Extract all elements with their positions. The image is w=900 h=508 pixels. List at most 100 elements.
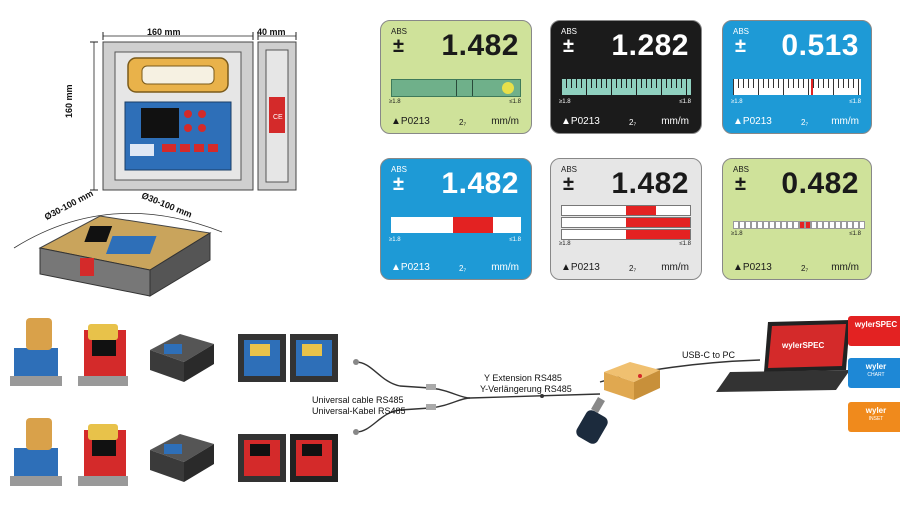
scale-bar [733, 79, 861, 95]
display-panel: ABS±0.513 ≥1.8 ≤1.8 ▲P0213 2₇ mm/m [722, 20, 872, 134]
software-subtitle: INSET [868, 416, 884, 422]
scale-left-label: ≥1.8 [731, 231, 743, 237]
plus-minus-icon: ± [393, 173, 404, 195]
display [141, 108, 179, 138]
abs-label: ABS [391, 27, 408, 36]
plus-minus-icon: ± [735, 35, 746, 57]
sensor-code: ▲P0213 [733, 262, 772, 273]
device-frame-3 [238, 434, 286, 482]
connection-diagram: wylerSPEC [10, 318, 850, 486]
device-level-4 [78, 424, 128, 486]
reading-value: 1.282 [611, 29, 689, 62]
device-frame-4 [290, 434, 338, 482]
display-panel: ABS±0.482 ≥1.8 ≤1.8 ▲P0213 2₇ mm/m [722, 158, 872, 280]
unit-label: mm/m [491, 116, 519, 127]
mode-indicator: 2₇ [459, 264, 467, 273]
unit-label: mm/m [831, 262, 859, 273]
perspective-drawing [13, 213, 223, 297]
extension-de: Y-Verlängerung RS485 [480, 384, 572, 394]
reading-value: 1.482 [611, 167, 689, 200]
side-label [269, 97, 285, 133]
scale-bar [561, 79, 691, 95]
scale-right-label: ≤1.8 [509, 99, 521, 105]
universal-cable-en: Universal cable RS485 [312, 395, 404, 405]
sensor-code: ▲P0213 [391, 262, 430, 273]
mode-indicator: 2₇ [629, 264, 637, 273]
scale-bar [391, 217, 521, 233]
software-subtitle: CHART [867, 372, 885, 378]
wireless-dongle [576, 396, 608, 444]
mode-indicator: 2₇ [629, 118, 637, 127]
abs-label: ABS [561, 27, 578, 36]
mode-indicator: 2₇ [801, 264, 809, 273]
display-panel: ABS±1.482 ≥1.8 ≤1.8 ▲P0213 2₇ mm/m [380, 158, 532, 280]
reading-value: 0.513 [781, 29, 859, 62]
technical-drawing: CE [90, 32, 297, 191]
software-title: wylerSPEC [854, 320, 898, 329]
sensor-code: ▲P0213 [733, 116, 772, 127]
reading-value: 0.482 [781, 167, 859, 200]
sensor-code: ▲P0213 [561, 116, 600, 127]
scale-left-label: ≥1.8 [559, 99, 571, 105]
display-panel: ABS±1.482 ≥1.8 ≤1.8 ▲P0213 2₇ mm/m [380, 20, 532, 134]
reading-value: 1.482 [441, 29, 519, 62]
cables [355, 359, 761, 433]
mode-indicator: 2₇ [801, 118, 809, 127]
device-level-1 [10, 318, 62, 386]
plus-minus-icon: ± [563, 173, 574, 195]
display-panel: ABS±1.482 ≥1.8 ≤1.8 ▲P0213 2₇ mm/m [550, 158, 702, 280]
scale-right-label: ≤1.8 [849, 231, 861, 237]
unit-label: mm/m [661, 262, 689, 273]
device-frame-2 [290, 334, 338, 382]
abs-label: ABS [561, 165, 578, 174]
sensor-code: ▲P0213 [561, 262, 600, 273]
device-level-2 [78, 324, 128, 386]
abs-label: ABS [391, 165, 408, 174]
software-title: wyler [865, 362, 887, 371]
scale-left-label: ≥1.8 [731, 99, 743, 105]
scale-left-label: ≥1.8 [559, 241, 571, 247]
usb-label: USB-C to PC [682, 350, 736, 360]
software-card: wylerSPEC [848, 316, 900, 346]
device-frame-1 [238, 334, 286, 382]
plus-minus-icon: ± [563, 35, 574, 57]
scale-bar [733, 221, 865, 229]
universal-cable-de: Universal-Kabel RS485 [312, 406, 406, 416]
svg-text:CE: CE [273, 114, 283, 121]
scale-right-label: ≤1.8 [679, 241, 691, 247]
scale-left-label: ≥1.8 [389, 237, 401, 243]
plus-minus-icon: ± [393, 35, 404, 57]
device-box-1 [150, 334, 214, 382]
side-face [149, 232, 211, 297]
unit-label: mm/m [831, 116, 859, 127]
display-panel: ABS±1.282 ≥1.8 ≤1.8 ▲P0213 2₇ mm/m [550, 20, 702, 134]
connector [353, 359, 359, 365]
unit-label: mm/m [491, 262, 519, 273]
unit-label: mm/m [661, 116, 689, 127]
abs-label: ABS [733, 27, 750, 36]
depth-dimension: 40 mm [257, 27, 286, 37]
width-dimension: 160 mm [147, 27, 181, 37]
scale-right-label: ≤1.8 [509, 237, 521, 243]
plus-minus-icon: ± [735, 173, 746, 195]
mode-indicator: 2₇ [459, 118, 467, 127]
scale-bar [391, 79, 521, 97]
scale-right-label: ≤1.8 [849, 99, 861, 105]
reading-value: 1.482 [441, 167, 519, 200]
abs-label: ABS [733, 165, 750, 174]
scale-left-label: ≥1.8 [389, 99, 401, 105]
scale-bar [561, 205, 691, 240]
connector [353, 429, 359, 435]
device-level-3 [10, 418, 62, 486]
height-dimension: 160 mm [64, 84, 74, 118]
software-title: wyler [865, 406, 887, 415]
interface-box [604, 362, 660, 400]
extension-en: Y Extension RS485 [484, 373, 562, 383]
scale-right-label: ≤1.8 [679, 99, 691, 105]
sensor-code: ▲P0213 [391, 116, 430, 127]
laptop [716, 320, 850, 392]
device-box-2 [150, 434, 214, 482]
laptop-screen-text: wylerSPEC [781, 341, 824, 350]
